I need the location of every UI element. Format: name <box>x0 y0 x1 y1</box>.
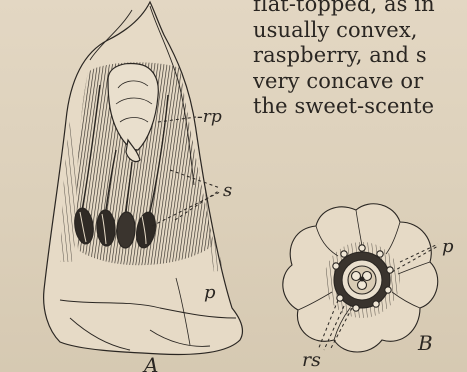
figure-b-flower <box>283 204 438 352</box>
figure-a-letter: A <box>142 353 158 372</box>
label-rp: -rp <box>197 107 222 127</box>
label-p-b: p <box>442 236 454 257</box>
label-p-a: p <box>204 282 216 303</box>
figure-b-letter: B <box>417 331 433 355</box>
label-s: s <box>223 180 232 201</box>
label-rs: rs <box>302 349 321 371</box>
